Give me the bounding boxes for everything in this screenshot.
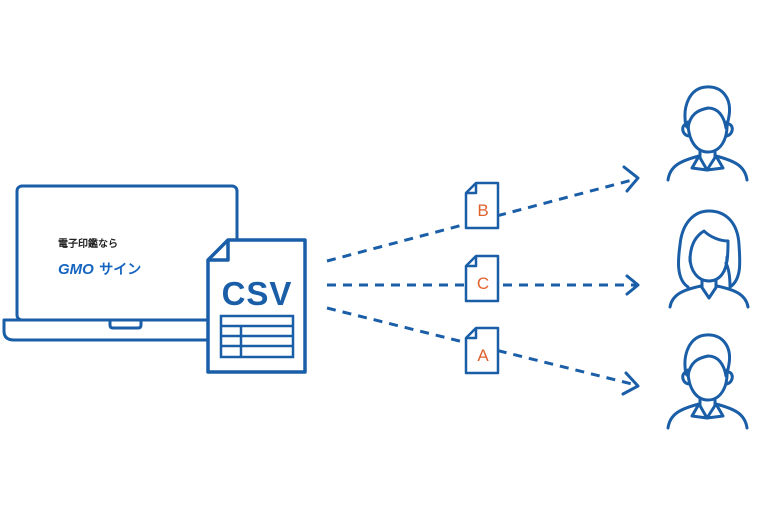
distribution-arrows <box>326 165 640 396</box>
csv-file-corner <box>208 240 230 262</box>
male-person-icon <box>666 85 749 182</box>
csv-file-icon: CSV <box>206 238 307 374</box>
document-c-letter: C <box>477 274 489 293</box>
brand-gmo: GMO <box>58 261 94 278</box>
document-a: A <box>464 326 500 375</box>
arrow-middle <box>327 274 640 296</box>
male-person-icon <box>666 333 749 430</box>
female-person-icon <box>668 209 750 309</box>
csv-table-icon <box>219 314 295 359</box>
document-c: C <box>464 254 500 303</box>
csv-file-body <box>206 238 307 374</box>
brand-logo: 電子印鑑なら GMO サイン <box>58 237 141 278</box>
document-b: B <box>464 181 500 230</box>
brand-tagline: 電子印鑑なら <box>58 237 118 250</box>
laptop-notch <box>108 320 143 330</box>
document-b-letter: B <box>477 201 488 220</box>
document-a-letter: A <box>477 346 489 365</box>
brand-sign: サイン <box>99 262 141 278</box>
arrow-bottom <box>326 306 640 396</box>
csv-label: CSV <box>222 275 293 312</box>
arrow-top <box>326 165 640 263</box>
laptop-screen <box>15 184 239 322</box>
brand-name: GMO サイン <box>58 261 141 278</box>
